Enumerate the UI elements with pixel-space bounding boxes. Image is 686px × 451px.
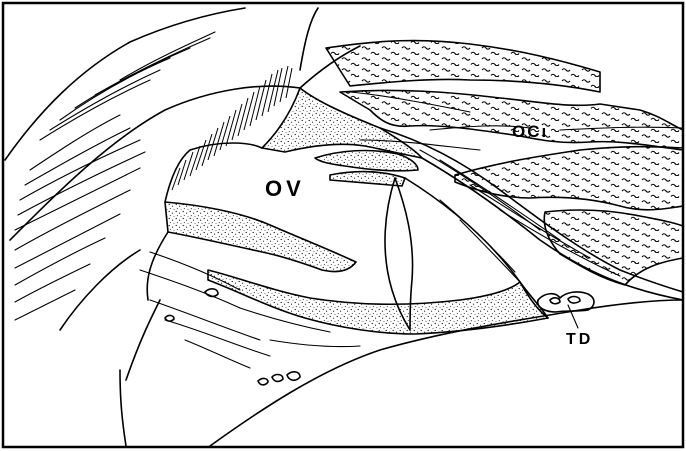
label-td: TD — [566, 331, 593, 348]
label-oci: OCı — [512, 122, 548, 141]
label-ov: OV — [265, 176, 305, 201]
